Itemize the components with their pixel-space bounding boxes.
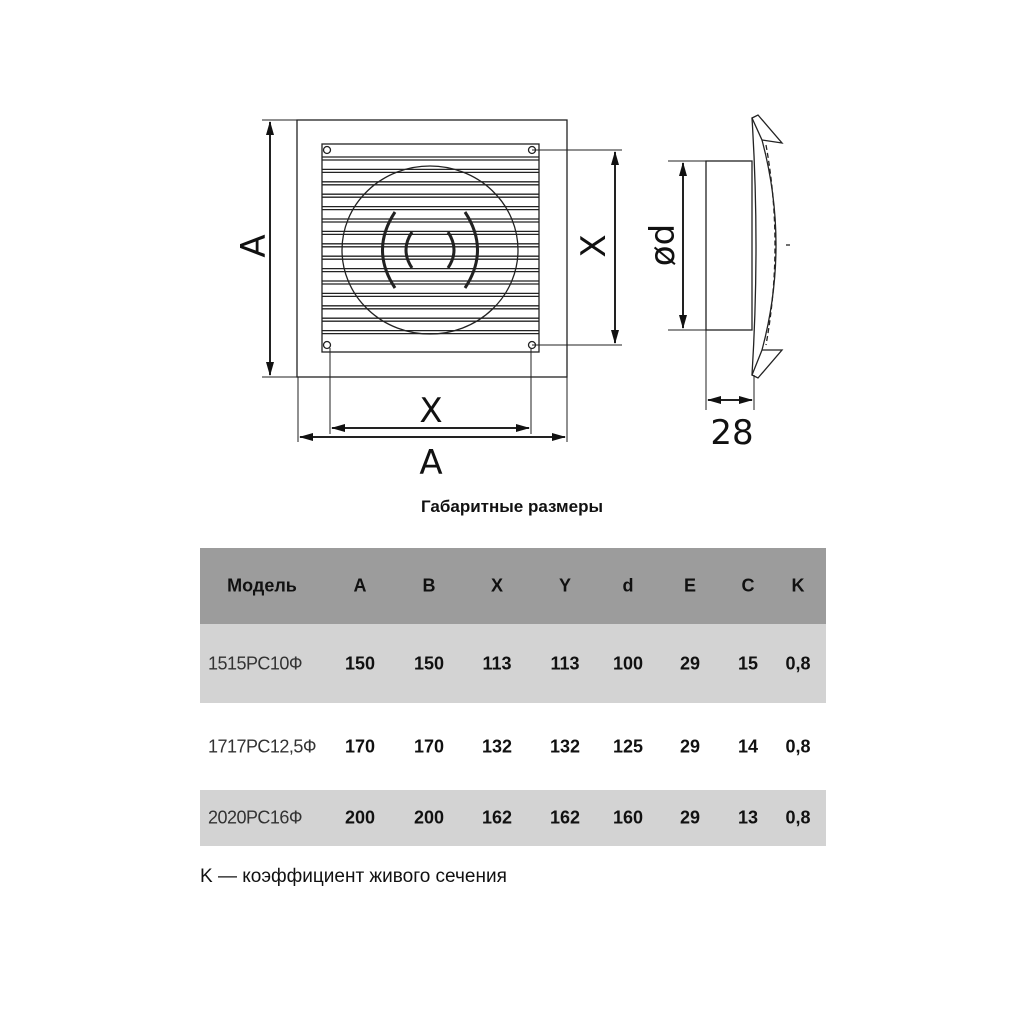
value-cell: 29 — [679, 736, 701, 756]
value-cell: 0,8 — [785, 653, 811, 673]
side-view — [705, 114, 790, 379]
value-cell: 150 — [413, 653, 445, 673]
value-cell: 0,8 — [785, 736, 811, 756]
table-row: 2020РС16Ф 200 200 162 162 160 29 13 0,8 — [200, 790, 826, 846]
value-cell: Y — [558, 575, 572, 596]
value-cell: 14 — [737, 736, 759, 756]
model-cell: 1717РС12,5Ф — [208, 736, 317, 756]
value-cell: 113 — [550, 653, 580, 673]
table-row: 1717РС12,5Ф 170 170 132 132 125 29 14 0,8 — [200, 703, 826, 790]
front-view — [296, 119, 568, 378]
value-cell: 113 — [482, 653, 512, 673]
value-cell: A — [353, 575, 367, 596]
section-title: Габаритные размеры — [421, 497, 603, 516]
value-cell: 29 — [679, 653, 701, 673]
value-cell: B — [422, 575, 436, 596]
grille-technical-drawing: A X X A ød 28 — [234, 114, 790, 483]
dimension-label-x-vertical: X — [574, 234, 614, 257]
footnote: K — коэффициент живого сечения — [200, 866, 507, 887]
value-cell: X — [490, 575, 504, 596]
model-cell: 1515РС10Ф — [208, 653, 303, 673]
value-cell: 100 — [612, 653, 644, 673]
value-cell: 162 — [481, 807, 513, 828]
dimension-label-depth: 28 — [710, 413, 753, 453]
dimension-label-diameter: ød — [643, 224, 683, 266]
value-cell: K — [791, 575, 805, 596]
model-cell: 2020РС16Ф — [208, 807, 303, 828]
value-cell: 0,8 — [785, 807, 811, 828]
value-cell: 200 — [413, 807, 445, 828]
value-cell: 15 — [737, 653, 759, 673]
value-cell: 132 — [481, 736, 513, 756]
value-cell: d — [622, 575, 634, 596]
louver-slats — [322, 156, 539, 335]
value-cell: E — [683, 575, 697, 596]
value-cell: 170 — [413, 736, 445, 756]
value-cell: 200 — [344, 807, 376, 828]
dimension-label-a-vertical: A — [234, 234, 274, 257]
value-cell: 29 — [679, 807, 701, 828]
dimension-label-x-horizontal: X — [419, 391, 442, 431]
value-cell: 170 — [344, 736, 376, 756]
dimension-lines — [262, 119, 755, 442]
value-cell: C — [741, 575, 755, 596]
value-cell: 150 — [344, 653, 376, 673]
value-cell: 160 — [612, 807, 644, 828]
value-cell: 132 — [549, 736, 581, 756]
value-cell: 162 — [549, 807, 581, 828]
value-cell: 125 — [612, 736, 644, 756]
dimension-label-a-horizontal: A — [419, 443, 442, 483]
table-row: 1515РС10Ф 150 150 113 113 100 29 15 0,8 — [200, 624, 826, 703]
value-cell: 13 — [737, 807, 759, 828]
header-model: Модель — [227, 575, 297, 596]
